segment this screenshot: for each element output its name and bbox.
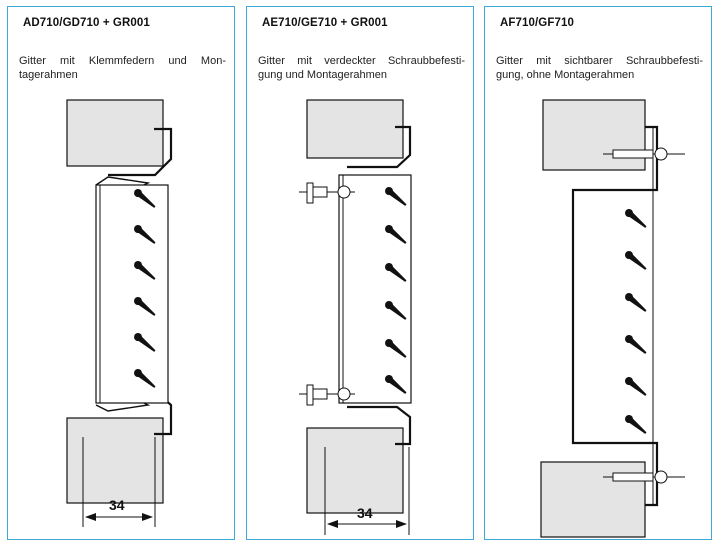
dimension-arrow [396,520,407,528]
blade [134,333,156,352]
description-line: Gitter mit sichtbarer Schraubbefesti- [496,55,703,67]
description-line: gung, ohne Montagerahmen [496,69,635,81]
blade [385,187,407,206]
wall-upper [542,99,646,171]
panel-description: Gitter mit Klemmfedern und Mon- tagerahm… [19,54,226,82]
description-line: Gitter mit Klemmfedern und Mon- [19,55,226,67]
panel-title: AE710/GE710 + GR001 [262,17,388,29]
wall-lower [306,427,404,514]
screw-bottom [603,470,685,484]
grille-frame [571,125,659,507]
grille-blades [385,187,407,394]
panel-title: AD710/GD710 + GR001 [23,17,150,29]
blade [385,225,407,244]
blade [385,375,407,394]
grille-blades [625,209,647,434]
mounting-frame [347,125,412,169]
blade [134,369,156,388]
dimension-arrow [142,513,153,521]
panel-hidden-screw-mount: AE710/GE710 + GR001 Gitter mit verdeckte… [246,6,474,540]
blade [134,261,156,280]
panel-title: AF710/GF710 [500,17,574,29]
wall-lower [66,417,164,504]
section-drawing-visible-screw [540,99,685,538]
grille-body [338,174,412,404]
mounting-frame [108,127,173,177]
dimension-label: 34 [109,497,125,513]
panel-clip-mount: AD710/GD710 + GR001 Gitter mit Klemmfede… [7,6,235,540]
blade [625,335,647,354]
description-line: Gitter mit verdeckter Schraubbefesti- [258,55,465,67]
blade [134,297,156,316]
dimension-label: 34 [357,505,373,521]
screw-top [299,182,355,204]
blade [625,377,647,396]
blade [625,251,647,270]
grille-body [95,184,169,404]
wall-upper [66,99,164,167]
screw-top [603,147,685,161]
panel-visible-screw-mount: AF710/GF710 Gitter mit sichtbarer Schrau… [484,6,712,540]
dimension-arrow [327,520,338,528]
panel-description: Gitter mit verdeckter Schraubbefesti- gu… [258,54,465,82]
mounting-frame [347,405,412,446]
section-drawing-hidden-screw [299,99,412,535]
screw-bottom [299,384,355,406]
blade [134,189,156,208]
panel-description: Gitter mit sichtbarer Schraubbefesti- gu… [496,54,703,82]
grille-blades [134,189,156,388]
blade [134,225,156,244]
description-line: tagerahmen [19,69,78,81]
blade [625,209,647,228]
description-line: gung und Montagerahmen [258,69,388,81]
blade [625,415,647,434]
blade [385,339,407,358]
wall-upper [306,99,404,159]
section-drawing-clip-mount [66,99,173,527]
blade [385,301,407,320]
blade [625,293,647,312]
blade [385,263,407,282]
dimension-arrow [85,513,96,521]
